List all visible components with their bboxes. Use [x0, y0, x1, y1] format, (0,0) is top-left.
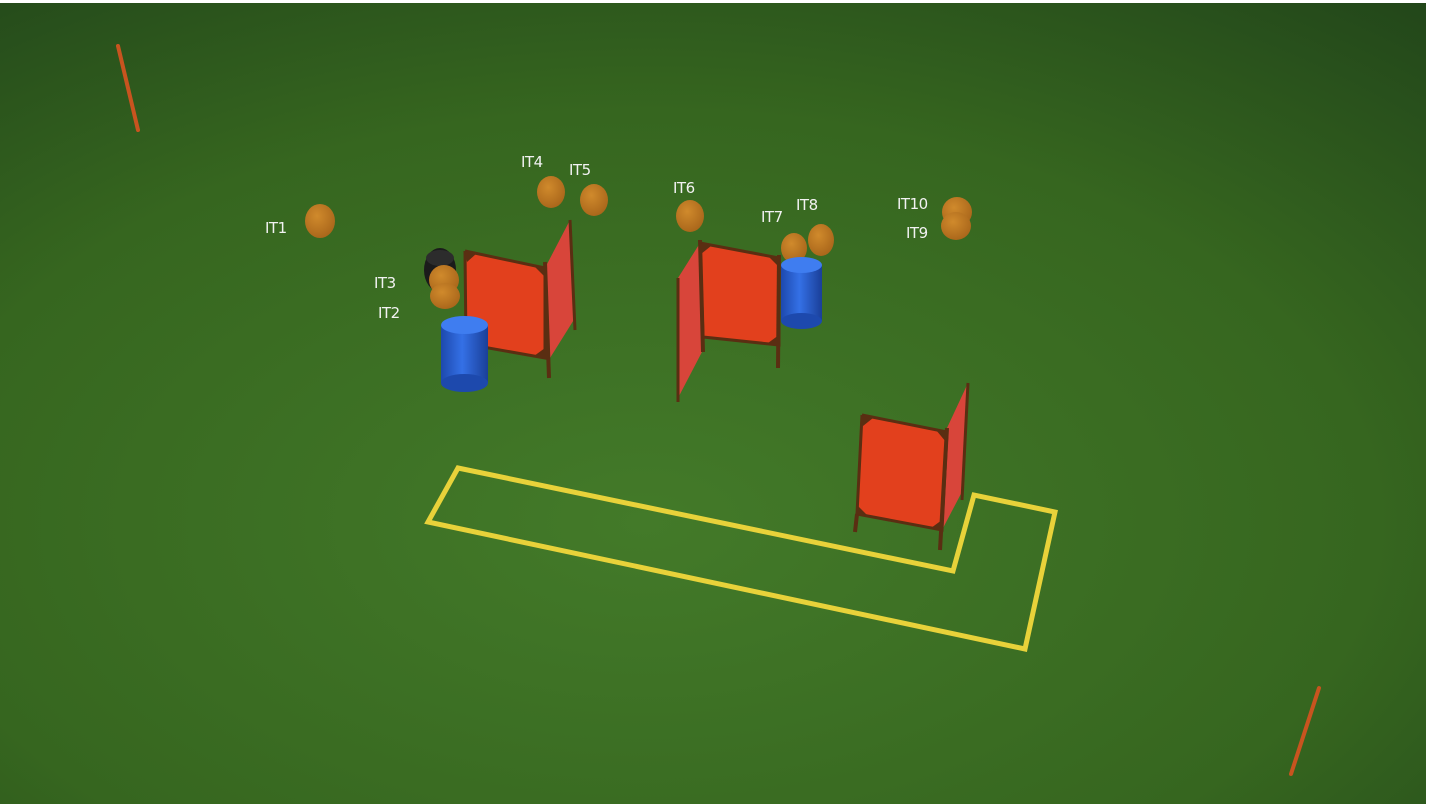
- barrel-top: [781, 257, 822, 273]
- item-it8[interactable]: [808, 224, 834, 256]
- panel-corner: [936, 430, 947, 442]
- panel-side: [942, 383, 968, 530]
- panel-post: [568, 219, 577, 331]
- item-it9[interactable]: [941, 212, 971, 240]
- barrel-left: [441, 316, 488, 392]
- item-it8-label: IT8: [796, 196, 818, 214]
- item-it8-shape: [808, 224, 834, 256]
- item-it5[interactable]: [580, 184, 608, 216]
- item-it4-shape: [537, 176, 565, 208]
- panel-post: [698, 239, 705, 353]
- top-frame-border: [0, 0, 1433, 3]
- dark-cylinder-top: [426, 250, 454, 266]
- panel-face: [857, 415, 947, 530]
- item-it2-shape: [430, 283, 460, 309]
- panel-face: [700, 243, 779, 345]
- item-it1-shape: [305, 204, 335, 238]
- marker-stake-top-left: [116, 44, 140, 132]
- item-it9-label: IT9: [906, 224, 928, 242]
- panel-corner: [700, 243, 711, 254]
- item-it9-shape: [941, 212, 971, 240]
- right-frame-border: [1426, 0, 1433, 804]
- marker-stake-bottom-right: [1289, 686, 1321, 776]
- panel-corner: [534, 266, 545, 277]
- item-it3-label: IT3: [374, 274, 396, 292]
- item-it7-shape: [781, 233, 807, 263]
- item-it6-label: IT6: [673, 179, 695, 197]
- panel-post: [776, 254, 781, 369]
- panel-corner: [465, 251, 476, 262]
- panel-corner: [862, 415, 873, 426]
- panel-corner: [857, 506, 868, 516]
- item-it6-shape: [676, 200, 704, 232]
- item-it5-shape: [580, 184, 608, 216]
- barrel-top: [441, 316, 488, 334]
- item-it7[interactable]: [781, 233, 807, 263]
- item-it5-label: IT5: [569, 161, 591, 179]
- item-it1[interactable]: [305, 204, 335, 238]
- item-it4-label: IT4: [521, 153, 543, 171]
- boundary-zone-outline: [424, 465, 1058, 652]
- panel-corner: [931, 520, 942, 530]
- item-it10-label: IT10: [897, 195, 928, 213]
- panel-corner: [534, 348, 545, 358]
- item-it4[interactable]: [537, 176, 565, 208]
- item-it2[interactable]: [430, 283, 460, 309]
- item-it7-label: IT7: [761, 208, 783, 226]
- barrel-body: [781, 265, 822, 321]
- panel-side: [545, 220, 575, 358]
- panel-corner: [768, 335, 779, 345]
- barrel-body: [441, 325, 488, 383]
- panel-post: [853, 513, 859, 533]
- item-it1-label: IT1: [265, 219, 287, 237]
- panel-side: [678, 243, 703, 398]
- panel-corner: [768, 256, 779, 267]
- item-it2-label: IT2: [378, 304, 400, 322]
- panel-post: [960, 382, 970, 501]
- barrel-bottom: [781, 313, 822, 329]
- barrel-bottom: [441, 374, 488, 392]
- barrier-panel-lower-right: [853, 382, 970, 551]
- item-it6[interactable]: [676, 200, 704, 232]
- barrier-panel-center: [676, 239, 781, 402]
- panel-post: [543, 261, 551, 379]
- barrel-right: [781, 257, 822, 329]
